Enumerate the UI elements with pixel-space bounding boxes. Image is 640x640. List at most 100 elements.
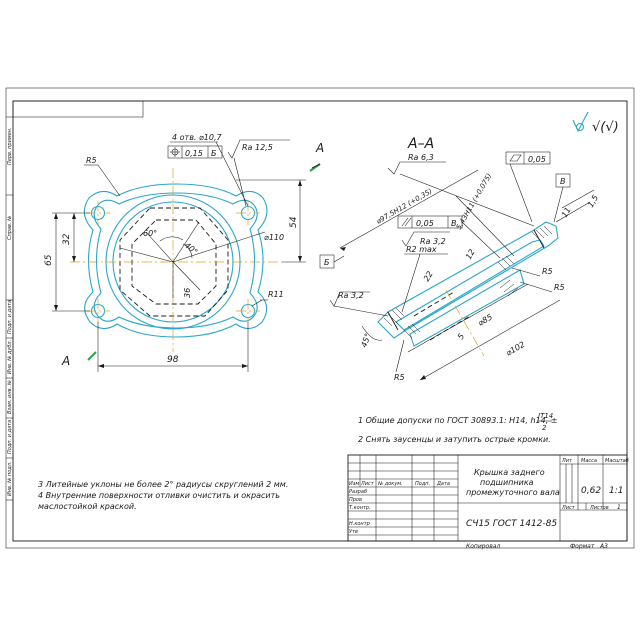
side-column-7: Инв. № подл. [7, 462, 13, 497]
tb-sheet-label: Лист [561, 505, 576, 511]
tb-sheets-label: Листов [589, 505, 609, 511]
datum-b-label: Б [324, 258, 330, 267]
ra63-label: Ra 6,3 [408, 153, 434, 162]
note-4: 4 Внутренние поверхности отливки очистит… [38, 491, 280, 500]
it-fraction-den: 2 [542, 424, 547, 432]
copied-by-label: Копировал [466, 543, 500, 550]
dim-98-label: 98 [167, 355, 179, 365]
left-view-dimensions: 98 65 32 54 R5 R11 4 отв. ⌀10,7 [44, 133, 324, 372]
hatch-left [383, 307, 421, 339]
r5-label: R5 [86, 156, 97, 165]
part-name-line3: промежуточного вала [466, 488, 560, 497]
hidden-cavity-outline [119, 207, 229, 317]
tb-approved: Утв [349, 529, 358, 535]
dim-45-label: 45° [359, 332, 372, 348]
dim-32-label: 32 [62, 233, 72, 245]
tb-tech-control: Т.контр. [349, 505, 371, 511]
r11-label: R11 [268, 290, 284, 299]
tb-norm-control: Н.контр [349, 521, 370, 527]
holes-callout: 4 отв. ⌀10,7 [172, 133, 223, 142]
section-title: A–A [407, 136, 434, 152]
dia110-label: ⌀110 [264, 233, 284, 242]
dim-15-label: 1,5 [586, 193, 600, 209]
format-value: A3 [599, 543, 608, 550]
side-column-1: Перв. примен. [7, 127, 13, 165]
side-margin-columns: Перв. примен. Справ. № Подп. и дата Инв.… [6, 116, 13, 501]
tb-checker: Пров [349, 497, 362, 503]
part-name-line1: Крышка заднего [474, 468, 545, 477]
tb-col-doc: № докум. [377, 481, 403, 487]
side-column-2: Справ. № [7, 216, 13, 240]
section-view: A–A Ra 6,3 ⌀97,5H12 (+0,35) Б [319, 136, 600, 382]
r5-section-c: R5 [394, 373, 405, 382]
groove-label: 5,43H11 (+0,075) [455, 172, 494, 231]
perpendicularity-datum: В [451, 219, 457, 228]
title-block: Изм Лист № докум. Подп. Дата Разраб Пров… [347, 454, 629, 542]
tb-scale-header: Масштаб [605, 458, 629, 464]
r5-section-b: R5 [554, 283, 565, 292]
outer-sheet-border [5, 87, 635, 549]
dia102-label: ⌀102 [505, 340, 527, 358]
dim-12-label: 12 [464, 248, 477, 261]
flange-inner-contour [93, 192, 258, 329]
tb-lit-header: Лит [561, 458, 573, 464]
dim-54-label: 54 [289, 216, 299, 228]
format-label: Формат [570, 543, 595, 550]
part-name-line2: подшипника [480, 478, 534, 487]
dia85-label: ⌀85 [477, 312, 494, 327]
section-letter-top: A [315, 141, 324, 155]
section-body-outer [377, 221, 559, 339]
flatness-value: 0,05 [528, 155, 546, 164]
perpendicularity-value: 0,05 [416, 219, 434, 228]
position-tolerance-value: 0,15 [185, 149, 203, 158]
scale-value: 1:1 [609, 486, 623, 496]
hatch-right [497, 225, 553, 297]
ra32-lower-label: Ra 3,2 [338, 291, 364, 300]
dim-65-label: 65 [44, 254, 54, 266]
flatness-frame [505, 151, 551, 165]
r5-section-a: R5 [542, 267, 553, 276]
general-roughness-symbol: √(√) [572, 111, 619, 135]
dim-36-label: 36 [183, 288, 192, 298]
side-column-3: Подп. и дата [7, 300, 13, 334]
tb-col-izm: Изм [349, 481, 359, 487]
dim-5-label: 5 [456, 332, 466, 341]
technical-notes-left: 3 Литейные уклоны не более 2° радиусы ск… [38, 480, 288, 511]
top-left-code-box [12, 100, 144, 118]
position-datum: Б [211, 149, 217, 158]
flange-top-view: 60° 40° 36 ⌀110 [70, 168, 284, 352]
tb-developer: Разраб [349, 489, 367, 495]
mass-value: 0,62 [581, 486, 601, 496]
r2max-label: R2 max [406, 245, 437, 254]
ra32-upper-label: Ra 3,2 [420, 237, 446, 246]
tb-sheets-count: 1 [617, 504, 621, 511]
section-body-inner [395, 239, 545, 331]
position-tolerance-frame [167, 145, 223, 159]
section-letter-bottom: A [61, 354, 70, 368]
dim-22-label: 22 [422, 270, 435, 283]
tb-col-sign: Подп. [415, 481, 430, 487]
it-fraction-num: IT14 [538, 412, 553, 420]
roughness-label: √(√) [592, 120, 619, 135]
side-column-4: Инв. № дубл. [7, 340, 13, 374]
note-1: 1 Общие допуски по ГОСТ 30893.1: H14, h1… [358, 416, 558, 425]
side-column-6: Подп. и дата [7, 420, 13, 454]
datum-b-box [319, 254, 335, 269]
flange-outer-contour [83, 183, 268, 338]
note-4-cont: маслостойкой краской. [38, 502, 137, 511]
section-lower-wall [409, 269, 525, 347]
section-arrow-bottom [87, 351, 97, 361]
angle-60-label: 60° [143, 229, 157, 238]
tb-mass-header: Масса [581, 458, 597, 464]
hidden-cavity-inner [131, 219, 217, 305]
technical-notes-right: 1 Общие допуски по ГОСТ 30893.1: H14, h1… [358, 412, 558, 444]
radius-line-110 [172, 231, 266, 263]
tb-col-date: Дата [436, 481, 450, 487]
note-3: 3 Литейные уклоны не более 2° радиусы ск… [38, 480, 288, 489]
inner-drawing-frame [12, 100, 628, 542]
side-column-5: Взам. инв. № [7, 380, 13, 414]
material-label: СЧ15 ГОСТ 1412-85 [466, 519, 557, 529]
datum-v-label: В [560, 177, 566, 186]
ra125-label: Ra 12,5 [242, 143, 273, 152]
